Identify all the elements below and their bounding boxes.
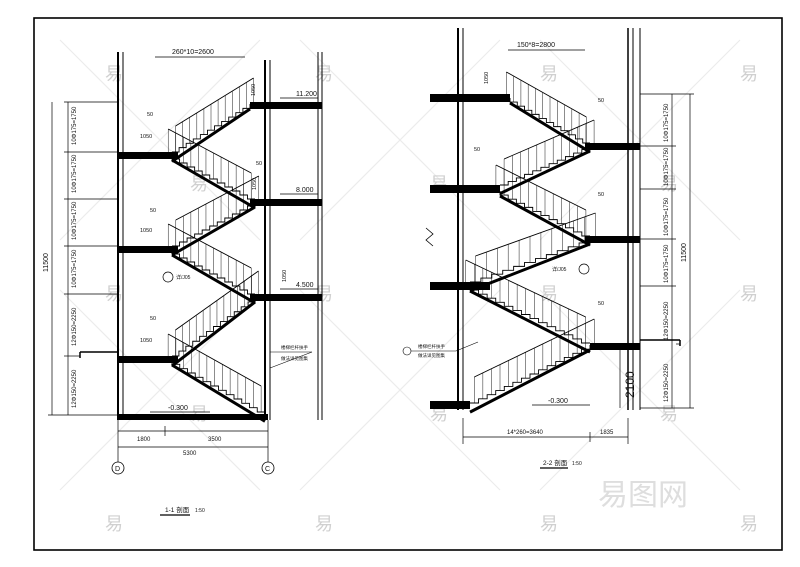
watermark-glyph: 易 bbox=[740, 514, 758, 535]
left-flight-4 bbox=[171, 175, 259, 257]
watermark-glyph: 易 bbox=[660, 174, 678, 195]
watermark-glyph: 易 bbox=[105, 284, 123, 305]
ref-mark-left: 详/J05 bbox=[176, 274, 191, 281]
right-detail-mark-1: 50 bbox=[598, 98, 604, 104]
watermark-glyph: 易 bbox=[430, 404, 448, 425]
left-bottom-dim-1: 1800 bbox=[137, 437, 151, 443]
left-top-dim: 260*10=2600 bbox=[172, 49, 214, 56]
right-top-dim: 150*8=2800 bbox=[517, 42, 555, 49]
right-section: 150*8=2800 10Φ175=1750 10Φ175=1750 10Φ17… bbox=[402, 28, 694, 469]
right-overall-height: 11500 bbox=[681, 243, 688, 262]
rail-height-5: 1050 bbox=[282, 270, 288, 282]
ref-mark-right: 详/J05 bbox=[552, 266, 567, 273]
right-flight-1 bbox=[469, 318, 595, 414]
right-flight-5 bbox=[499, 119, 595, 195]
left-bottom-dim-2: 3500 bbox=[208, 437, 222, 443]
right-bottom-dim-2: 1835 bbox=[600, 430, 614, 436]
watermark-logo: 易图网 bbox=[598, 478, 688, 513]
left-dim-3: 10Φ175=1750 bbox=[72, 201, 78, 240]
right-note-1: 楼梯栏杆扶手 bbox=[418, 343, 445, 350]
right-note-2: 做法详见图集 bbox=[418, 352, 445, 359]
left-flight-6 bbox=[171, 77, 254, 163]
right-section-scale: 1:50 bbox=[572, 461, 582, 467]
rail-height-1: 1050 bbox=[251, 84, 257, 96]
level-minus-0300: -0.300 bbox=[168, 405, 188, 412]
rail-height-4: 1050 bbox=[140, 228, 152, 234]
level-11200: 11.200 bbox=[296, 91, 317, 98]
level-8000: 8.000 bbox=[296, 187, 314, 194]
right-stair-flights bbox=[465, 71, 596, 414]
watermark-glyph: 易 bbox=[105, 514, 123, 535]
right-flight-6 bbox=[506, 71, 591, 154]
watermark-glyph: 易 bbox=[105, 64, 123, 85]
left-flight-1 bbox=[167, 333, 266, 423]
right-flight-3 bbox=[469, 212, 596, 293]
detail-mark-2: 50 bbox=[256, 161, 262, 167]
right-detail-mark-2: 50 bbox=[474, 147, 480, 153]
right-dim-5: 12Φ150=2250 bbox=[664, 301, 670, 340]
detail-mark-4: 50 bbox=[150, 316, 156, 322]
left-flight-2 bbox=[171, 270, 259, 368]
watermark-glyph: 易 bbox=[540, 514, 558, 535]
left-dim-2: 10Φ175=1750 bbox=[72, 154, 78, 193]
right-dim-3: 10Φ175=1750 bbox=[664, 197, 670, 236]
right-detail-mark-3: 50 bbox=[598, 192, 604, 198]
rail-height-2: 1050 bbox=[140, 134, 152, 140]
left-dim-5: 12Φ150=2250 bbox=[72, 307, 78, 346]
left-section-scale: 1:50 bbox=[195, 508, 205, 514]
right-dim-2: 10Φ175=1750 bbox=[664, 147, 670, 186]
left-dim-4: 10Φ175=1750 bbox=[72, 249, 78, 288]
left-dim-1: 10Φ175=1750 bbox=[72, 106, 78, 145]
axis-label-d: D bbox=[115, 466, 120, 473]
axis-bubble-c bbox=[261, 461, 275, 475]
right-dim-4: 10Φ175=1750 bbox=[664, 244, 670, 283]
left-flight-3 bbox=[168, 223, 256, 305]
watermark-glyph: 易 bbox=[740, 64, 758, 85]
sheet-border bbox=[33, 17, 783, 551]
left-flight-5 bbox=[168, 128, 256, 210]
left-stair-flights bbox=[167, 77, 266, 423]
right-section-title: 2-2 剖面 bbox=[543, 458, 568, 467]
left-overall-height: 11500 bbox=[43, 253, 50, 272]
watermark-glyph: 易 bbox=[540, 284, 558, 305]
left-bottom-total: 5300 bbox=[183, 451, 197, 457]
detail-mark-3: 50 bbox=[150, 208, 156, 214]
right-dim-1: 10Φ175=1750 bbox=[664, 103, 670, 142]
right-bottom-dim-1: 14*260=3640 bbox=[507, 430, 544, 436]
watermark-glyph: 易 bbox=[315, 514, 333, 535]
right-level-minus-0300: -0.300 bbox=[548, 398, 568, 405]
left-note-1: 楼梯栏杆扶手 bbox=[281, 344, 308, 351]
watermark-glyph: 易 bbox=[660, 404, 678, 425]
watermark-glyph: 易 bbox=[540, 64, 558, 85]
detail-mark-1: 50 bbox=[147, 112, 153, 118]
right-big-dim: 2100 bbox=[623, 371, 637, 398]
right-dim-6: 12Φ150=2250 bbox=[664, 363, 670, 402]
watermark-glyph: 易 bbox=[740, 284, 758, 305]
left-note-2: 做法详见图集 bbox=[281, 355, 308, 362]
watermark-lines bbox=[59, 39, 741, 491]
rail-height-6: 1050 bbox=[140, 338, 152, 344]
axis-bubble-d bbox=[111, 461, 125, 475]
left-section: 11.200 8.000 4.500 -0.300 260*10=2600 10… bbox=[43, 49, 323, 516]
watermark-glyph: 易 bbox=[315, 64, 333, 85]
right-rail-height-1: 1050 bbox=[484, 72, 490, 84]
left-dim-6: 12Φ150=2250 bbox=[72, 369, 78, 408]
left-section-title: 1-1 剖面 bbox=[165, 505, 190, 514]
right-detail-mark-4: 50 bbox=[598, 301, 604, 307]
rail-height-3: 1050 bbox=[252, 178, 258, 190]
right-flight-2 bbox=[465, 259, 591, 354]
right-flight-4 bbox=[495, 164, 591, 247]
axis-label-c: C bbox=[265, 466, 270, 473]
level-4500: 4.500 bbox=[296, 282, 314, 289]
